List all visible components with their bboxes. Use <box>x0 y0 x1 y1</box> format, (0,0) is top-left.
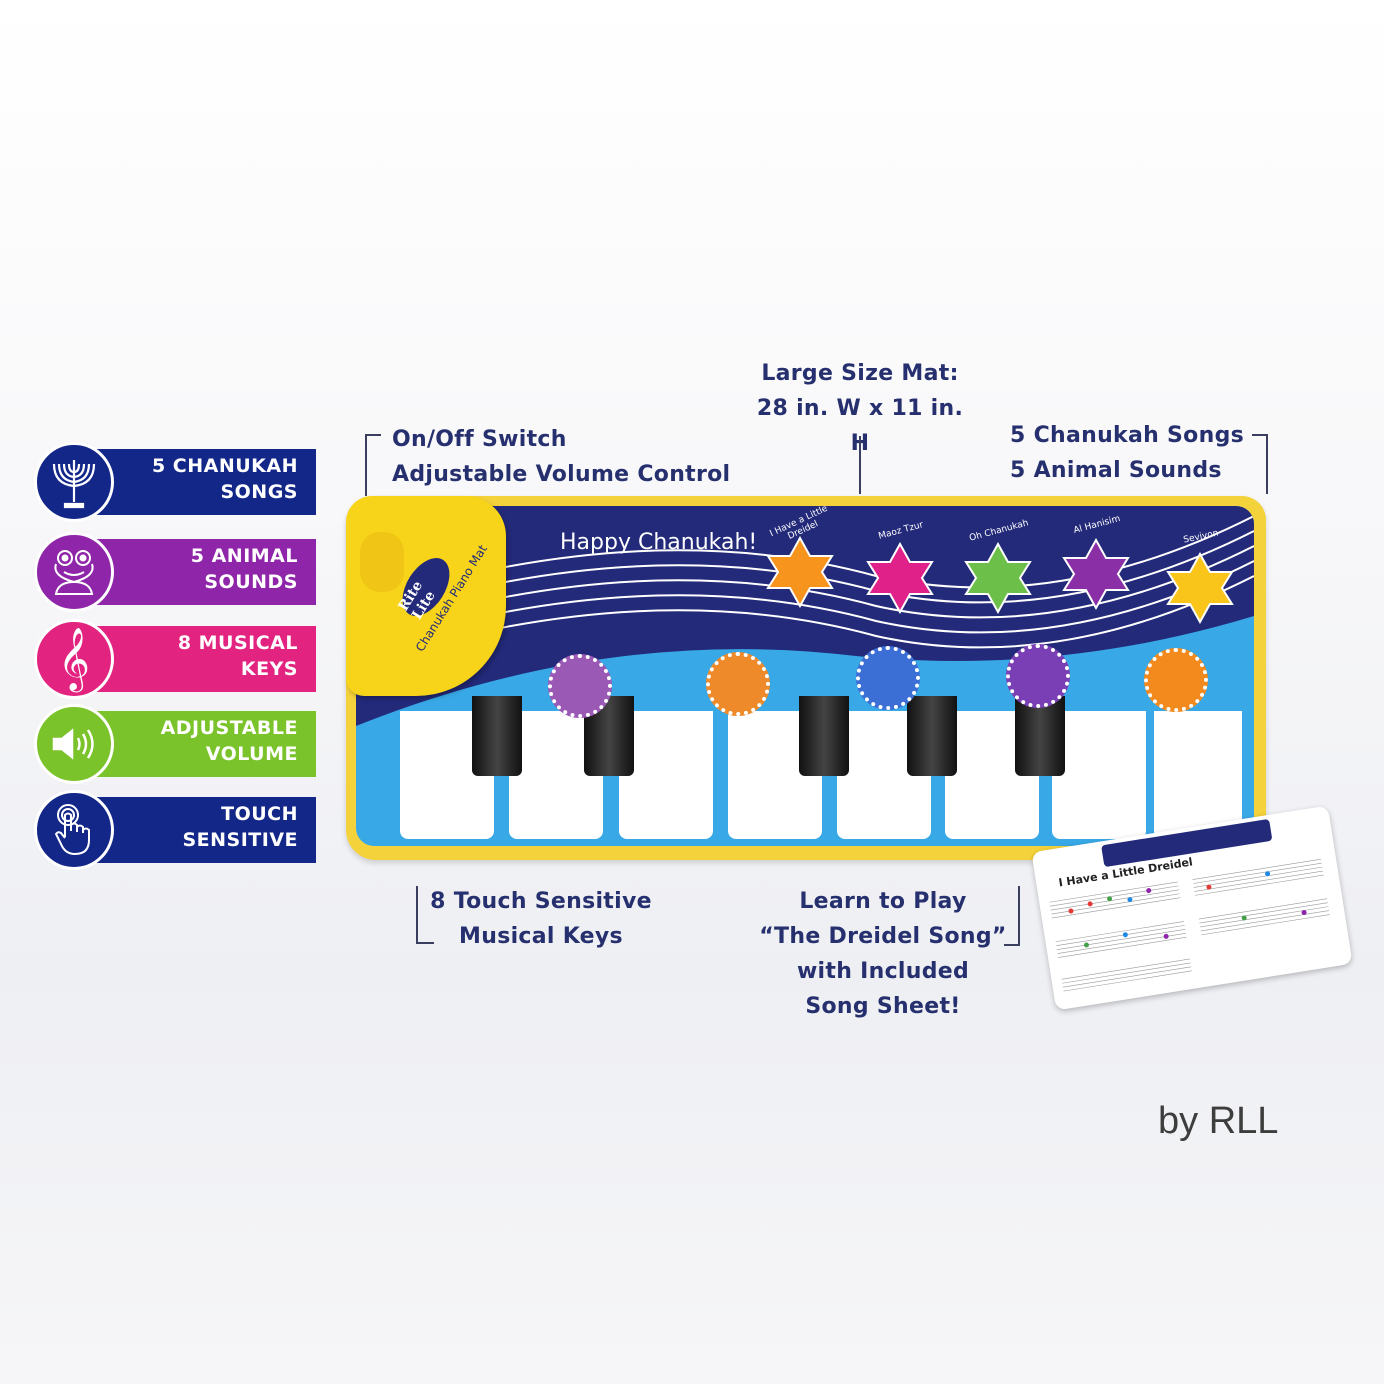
song-star-button[interactable] <box>1164 551 1236 625</box>
song-star-button[interactable] <box>1060 537 1132 611</box>
callout-line <box>859 436 861 494</box>
black-key[interactable] <box>1015 696 1065 776</box>
callout-bracket <box>416 886 434 944</box>
callout-bracket <box>365 434 381 496</box>
song-sheet: I Have a Little Dreidel <box>1031 805 1353 1011</box>
callout-learn: Learn to Play“The Dreidel Song”with Incl… <box>759 889 1007 1019</box>
black-key[interactable] <box>907 696 957 776</box>
power-volume-switch[interactable]: Rite Lite Chanukah Piano Mat <box>346 496 506 696</box>
callout-bracket <box>1252 434 1268 494</box>
cat-sound-button[interactable] <box>706 652 770 716</box>
white-key-b[interactable] <box>1052 711 1146 839</box>
touch-hand-icon <box>34 790 114 870</box>
dog-sound-button[interactable] <box>1006 644 1070 708</box>
speaker-volume-icon <box>34 704 114 784</box>
frog-icon <box>34 532 114 612</box>
treble-clef-icon: 𝄞 <box>34 619 114 699</box>
callout-bracket <box>1004 886 1020 946</box>
mat-greeting: Happy Chanukah! <box>560 530 758 555</box>
song-star-button[interactable] <box>764 535 836 609</box>
bird-sound-button[interactable] <box>856 646 920 710</box>
piano-mat: Happy Chanukah! I Have a Little Dreidel … <box>346 496 1266 860</box>
duck-sound-button[interactable] <box>548 654 612 718</box>
song-star-button[interactable] <box>864 541 936 615</box>
white-key-c-high[interactable] <box>1154 711 1242 839</box>
frog-sound-button[interactable] <box>1144 648 1208 712</box>
song-star-button[interactable] <box>962 541 1034 615</box>
sheet-music-staves <box>1049 858 1330 992</box>
speaker-grille <box>360 532 404 592</box>
menorah-icon <box>34 442 114 522</box>
white-key-e[interactable] <box>619 711 713 839</box>
black-key[interactable] <box>472 696 522 776</box>
black-key[interactable] <box>799 696 849 776</box>
credit-text: by RLL <box>1158 1100 1279 1142</box>
